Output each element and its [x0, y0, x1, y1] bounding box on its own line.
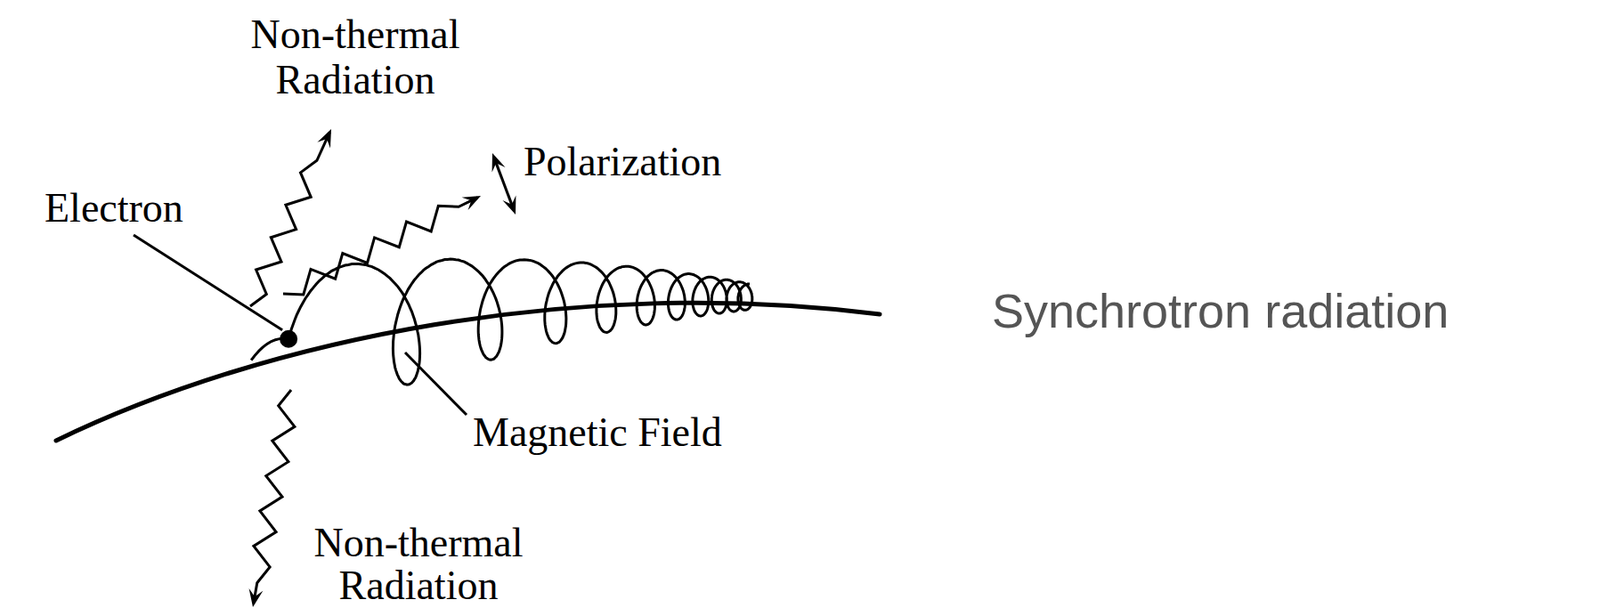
arrow-head	[316, 129, 332, 149]
radiation-wave	[283, 197, 478, 295]
arrow-head	[462, 195, 481, 211]
radiation-label: Non-thermal Radiation	[276, 521, 561, 609]
radiation-label: Non-thermal Radiation	[212, 12, 498, 103]
arrow-head	[502, 194, 516, 215]
magnetic-field-line	[56, 302, 880, 441]
radiation-wave	[250, 132, 330, 307]
polarization-label: Polarization	[523, 139, 722, 186]
electron-label: Electron	[44, 186, 184, 232]
electron-dot	[279, 330, 298, 349]
polarization-arrow	[495, 161, 513, 206]
field-label: Magnetic Field	[472, 410, 723, 456]
radiation-wave	[253, 389, 295, 604]
arrow-head	[492, 153, 506, 173]
title-label: Synchrotron radiation	[991, 284, 1449, 338]
arrow-head	[249, 588, 264, 608]
leader-line	[133, 235, 283, 331]
electron-helix	[288, 259, 753, 385]
leader-line	[405, 352, 467, 415]
